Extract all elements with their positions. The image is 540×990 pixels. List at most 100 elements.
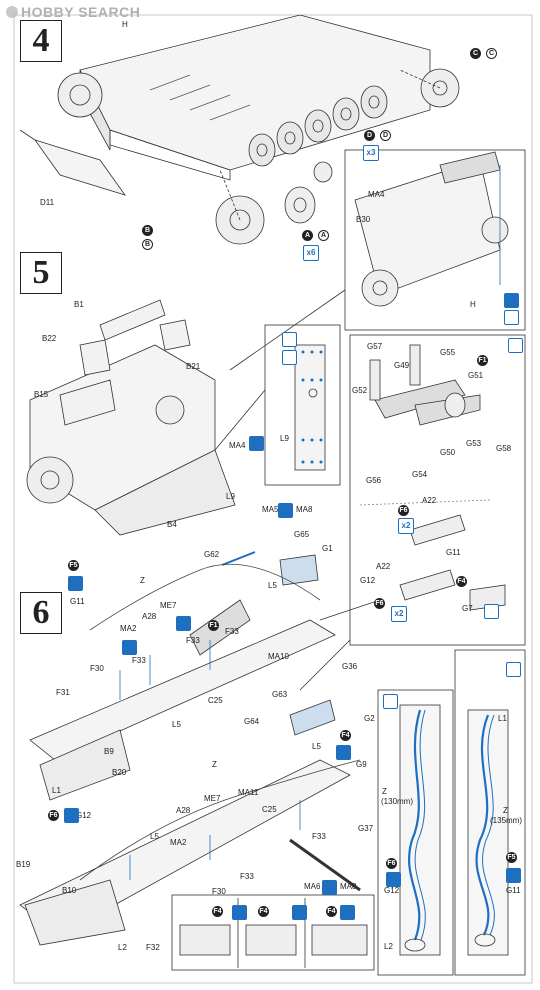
part-label: G58	[496, 444, 512, 453]
part-label: G11	[506, 886, 521, 895]
part-letter-b-outline: B	[142, 239, 153, 250]
part-label: L5	[150, 832, 159, 841]
part-label: G37	[358, 824, 374, 833]
part-letter-a-outline: A	[318, 230, 329, 241]
part-label: B19	[16, 860, 31, 869]
part-letter-f5: F5	[68, 560, 79, 571]
part-letter-f6: F6	[398, 505, 409, 516]
glue-icon	[504, 293, 519, 308]
quantity-x2: x2	[391, 606, 407, 622]
part-label: G57	[367, 342, 383, 351]
part-label: Z	[140, 576, 145, 585]
paint-color-icon	[282, 350, 297, 365]
part-label: F33	[312, 832, 326, 841]
part-label: B22	[42, 334, 57, 343]
glue-icon	[68, 576, 83, 591]
part-label: L1	[52, 786, 61, 795]
part-label: L9	[226, 492, 235, 501]
part-label: L5	[312, 742, 321, 751]
part-letter-d: D	[364, 130, 375, 141]
part-label: MA4	[229, 441, 246, 450]
part-label: H	[470, 300, 476, 309]
part-label: MA2	[120, 624, 137, 633]
part-label: G63	[272, 690, 288, 699]
part-label: F33	[186, 636, 200, 645]
part-label: H	[122, 20, 128, 29]
part-label: L5	[172, 720, 181, 729]
part-label: G51	[468, 371, 484, 380]
glue-icon	[122, 640, 137, 655]
part-label: G62	[204, 550, 220, 559]
part-label: L2	[118, 943, 127, 952]
part-label: L2	[384, 942, 393, 951]
z-length-135: (135mm)	[490, 816, 523, 825]
part-label: MA5	[262, 505, 279, 514]
part-label: Z	[503, 806, 508, 815]
part-label: ME7	[160, 601, 177, 610]
part-letter-a: A	[302, 230, 313, 241]
part-letter-f4: F4	[258, 906, 269, 917]
part-letter-d-outline: D	[380, 130, 391, 141]
part-label: G36	[342, 662, 358, 671]
part-label: G65	[294, 530, 310, 539]
part-letter-f4: F4	[212, 906, 223, 917]
part-label: C25	[262, 805, 277, 814]
quantity-x2: x2	[398, 518, 414, 534]
paint-brush-icon	[282, 332, 297, 347]
glue-icon	[386, 872, 401, 887]
part-label: A22	[422, 496, 437, 505]
part-label: G52	[352, 386, 368, 395]
part-label: G54	[412, 470, 428, 479]
quantity-x6: x6	[303, 245, 319, 261]
part-label: B4	[167, 520, 177, 529]
part-label: Z	[382, 787, 387, 796]
glue-icon	[249, 436, 264, 451]
glue-icon	[232, 905, 247, 920]
part-letter-f4: F4	[340, 730, 351, 741]
part-label: F30	[90, 664, 104, 673]
part-letter-c: C	[470, 48, 481, 59]
part-letter-f6: F6	[386, 858, 397, 869]
step-number-5: 5	[20, 252, 62, 294]
part-label: D11	[40, 198, 55, 207]
step-number-6: 6	[20, 592, 62, 634]
part-label: F33	[132, 656, 146, 665]
paint-brush-icon	[508, 338, 523, 353]
part-label: MA2	[170, 838, 187, 847]
part-label: G56	[366, 476, 382, 485]
glue-icon	[340, 905, 355, 920]
part-label: G50	[440, 448, 456, 457]
part-label: B15	[34, 390, 49, 399]
paint-brush-icon	[504, 310, 519, 325]
part-label: G64	[244, 717, 260, 726]
part-label: G53	[466, 439, 482, 448]
part-label: B9	[104, 747, 114, 756]
part-label: MA4	[368, 190, 385, 199]
part-label: F30	[212, 887, 226, 896]
part-label: B20	[112, 768, 127, 777]
paint-brush-icon	[383, 694, 398, 709]
part-label: B30	[356, 215, 371, 224]
part-label: MA8	[340, 882, 357, 891]
step-number-4: 4	[20, 20, 62, 62]
glue-icon	[176, 616, 191, 631]
part-label: B21	[186, 362, 201, 371]
part-label: C25	[208, 696, 223, 705]
part-label: G9	[356, 760, 367, 769]
part-label: G2	[364, 714, 375, 723]
part-label: F31	[56, 688, 70, 697]
part-label: G7	[462, 604, 473, 613]
glue-icon	[322, 880, 337, 895]
z-length-130: (130mm)	[381, 797, 414, 806]
part-label: ME7	[204, 794, 221, 803]
glue-icon	[64, 808, 79, 823]
part-label: B10	[62, 886, 77, 895]
part-label: MA8	[296, 505, 313, 514]
glue-icon	[292, 905, 307, 920]
watermark: HOBBY SEARCH	[6, 4, 140, 20]
part-label: B1	[74, 300, 84, 309]
part-letter-f6: F6	[48, 810, 59, 821]
glue-icon	[506, 868, 521, 883]
